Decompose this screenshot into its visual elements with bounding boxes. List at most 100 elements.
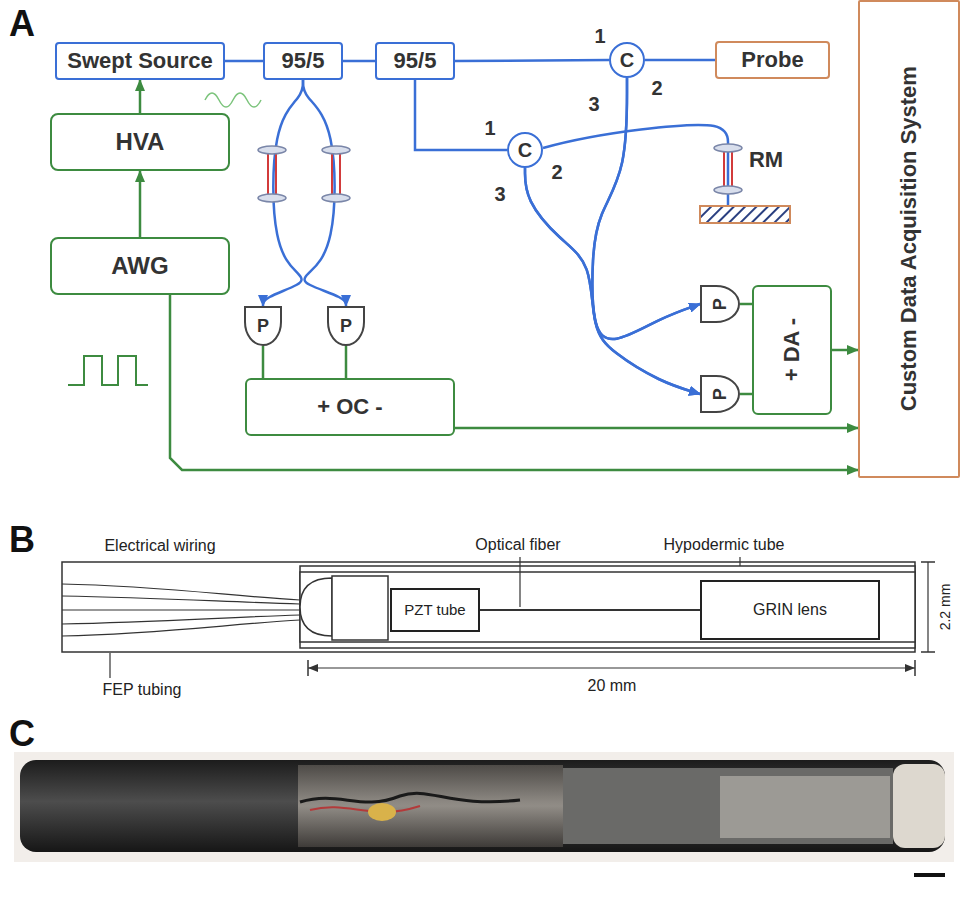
- grin-lens-photo: [720, 776, 890, 838]
- amplifier-box: HVA: [50, 113, 230, 171]
- signal-wire: [455, 427, 858, 430]
- signal-wire: [139, 80, 142, 113]
- fiber-segment: [275, 152, 277, 196]
- wire: [62, 584, 300, 600]
- dimension-tick: [921, 651, 935, 653]
- dimension-arrow: [308, 664, 318, 672]
- optical-fiber: [455, 60, 609, 61]
- node-text: HVA: [116, 128, 165, 156]
- fiber-coupler-box: 95/5: [375, 42, 455, 80]
- detector-shape: [701, 376, 739, 412]
- sine-wave-symbol: [205, 93, 261, 107]
- acquisition-box: Custom Data Acquisition System: [858, 0, 960, 478]
- wire: [300, 793, 520, 802]
- panel-label: A: [9, 4, 35, 44]
- pzt-tube-box: PZT tube: [390, 588, 480, 632]
- lens: [714, 144, 742, 152]
- dimension-line: [308, 667, 915, 668]
- signal-wire: [262, 346, 265, 378]
- detector-shape: [328, 307, 364, 345]
- panel-label: B: [9, 520, 35, 560]
- optical-fiber: [225, 60, 263, 63]
- detector-shape: [245, 307, 281, 345]
- node-text: Swept Source: [67, 48, 212, 73]
- node-text: Custom Data Acquisition System: [896, 66, 921, 411]
- part-label: FEP tubing: [103, 681, 182, 699]
- port-number: 2: [651, 77, 662, 99]
- fiber-coupler-box: 95/5: [263, 42, 343, 80]
- port-number: 3: [588, 93, 599, 115]
- probe-photo: [14, 752, 954, 875]
- node-text: P: [710, 298, 731, 310]
- circulator-circle: C: [609, 42, 645, 78]
- generator-box: AWG: [50, 237, 230, 295]
- dimension-label: 20 mm: [588, 677, 637, 695]
- scale-bar: [914, 873, 945, 877]
- dimension-tick: [921, 561, 935, 563]
- part-label: Optical fiber: [475, 536, 560, 554]
- node-text: AWG: [111, 252, 168, 280]
- wire: [62, 620, 300, 636]
- optical-fiber: [645, 59, 715, 62]
- lens-box: GRIN lens: [700, 580, 880, 640]
- panel-label: C: [9, 714, 35, 754]
- fixture-block: [332, 576, 388, 640]
- leader-line: [109, 653, 110, 678]
- leader-line: [739, 557, 740, 566]
- port-number: 1: [594, 25, 605, 47]
- photodetector: P: [327, 306, 365, 346]
- port-number: 1: [484, 117, 495, 139]
- node-text: 95/5: [394, 48, 437, 73]
- transparent-section: [298, 765, 563, 847]
- optical-fiber: [525, 168, 700, 394]
- leader-line: [519, 557, 520, 607]
- optical-fiber: [478, 609, 702, 611]
- part-label: Electrical wiring: [104, 537, 215, 555]
- reference-arm: [543, 125, 790, 223]
- lens: [714, 186, 742, 194]
- hypodermic-tube-inner: [300, 572, 915, 642]
- fiber-segment: [331, 152, 333, 196]
- node-text: P: [257, 316, 269, 337]
- dimension-label: 2.2 mm: [938, 584, 953, 631]
- optical-fiber: [525, 168, 700, 339]
- node-text: P: [340, 316, 352, 337]
- node-text: GRIN lens: [753, 601, 827, 619]
- light-source-box: Swept Source: [55, 42, 225, 80]
- part-label: Hypodermic tube: [664, 536, 785, 554]
- port-number: 3: [494, 183, 505, 205]
- node-text: C: [518, 139, 532, 162]
- node-text: + OC -: [317, 394, 382, 419]
- fiber-segment: [267, 152, 269, 196]
- node-text: 95/5: [282, 48, 325, 73]
- solder-joint: [368, 803, 396, 821]
- optical-fiber: [592, 78, 700, 339]
- photodetector: P: [244, 306, 282, 346]
- wire: [62, 596, 300, 604]
- lens: [258, 146, 286, 154]
- interferometer-lenses: [258, 146, 350, 202]
- node-text: Probe: [741, 47, 803, 72]
- lens: [322, 194, 350, 202]
- circulator-circle: C: [507, 132, 543, 168]
- square-pulse-symbol: [68, 356, 148, 385]
- clock-circuit-box: + OC -: [245, 378, 455, 436]
- part-label: RM: [749, 148, 783, 172]
- wire: [310, 806, 420, 812]
- dimension-line: [927, 562, 928, 652]
- differential-amplifier-box: + DA -: [752, 285, 832, 415]
- fiber: [543, 125, 728, 205]
- wire: [62, 609, 300, 610]
- signal-wire: [740, 303, 752, 306]
- end-cap: [893, 764, 945, 848]
- fiber-segment: [339, 152, 341, 196]
- node-text: PZT tube: [404, 601, 465, 618]
- photo-background: [14, 752, 954, 862]
- signal-wire: [345, 346, 348, 378]
- dimension-arrow: [905, 664, 915, 672]
- lens: [322, 146, 350, 154]
- probe-body: [20, 760, 945, 852]
- optical-fiber: [415, 80, 507, 150]
- node-text: + DA -: [779, 318, 804, 381]
